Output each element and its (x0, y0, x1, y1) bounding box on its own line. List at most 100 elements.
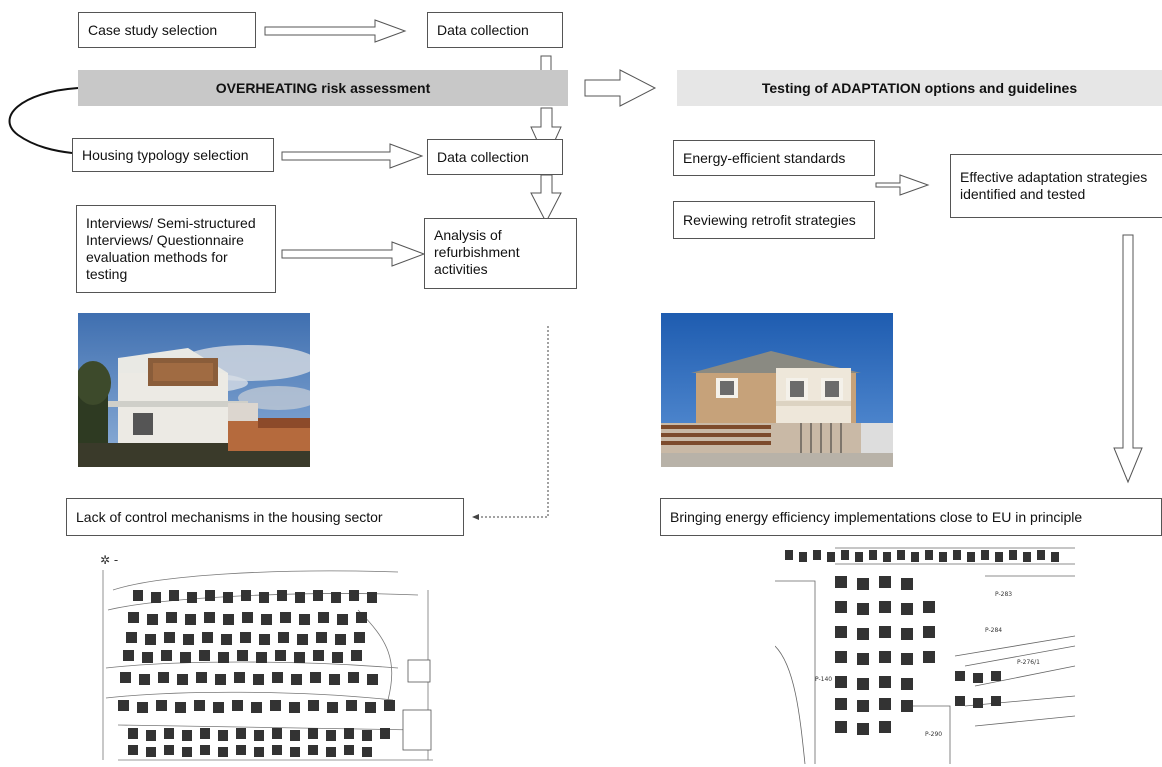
house-footprint (120, 672, 131, 683)
house-footprint (879, 698, 891, 710)
house-footprint (145, 634, 156, 645)
house-footprint (146, 730, 156, 741)
house-footprint (256, 652, 267, 663)
house-footprint (280, 612, 291, 623)
house-footprint (308, 728, 318, 739)
house-footprint (236, 728, 246, 739)
house-footprint (348, 672, 359, 683)
house-footprint (199, 650, 210, 661)
house-footprint (270, 700, 281, 711)
house-footprint (151, 592, 161, 603)
house-footprint (344, 728, 354, 739)
house-footprint (1023, 552, 1031, 562)
house-photo-right (661, 313, 893, 467)
house-footprint (356, 612, 367, 623)
house-footprint (901, 700, 913, 712)
house-footprint (331, 592, 341, 603)
house-footprint (158, 672, 169, 683)
site-plan-left: ✲ - (98, 550, 436, 765)
house-footprint (973, 673, 983, 683)
house-footprint (879, 576, 891, 588)
data-collection-label-1: Data collection (437, 21, 529, 38)
house-footprint (367, 674, 378, 685)
plot-label: P-276/1 (1017, 659, 1040, 666)
house-footprint (146, 747, 156, 757)
house-footprint (182, 747, 192, 757)
analysis-label: Analysis of refurbishment activities (434, 227, 520, 277)
house-footprint (327, 702, 338, 713)
house-footprint (835, 576, 847, 588)
house-footprint (128, 612, 139, 623)
arrow-overheating-to-adaptation (584, 69, 657, 107)
housing-typology-box: Housing typology selection (72, 138, 274, 172)
house-footprint (1037, 550, 1045, 560)
house-footprint (995, 552, 1003, 562)
house-footprint (857, 653, 869, 665)
house-footprint (857, 603, 869, 615)
house-footprint (297, 634, 308, 645)
house-footprint (1009, 550, 1017, 560)
house-footprint (973, 698, 983, 708)
house-footprint (879, 651, 891, 663)
house-footprint (133, 590, 143, 601)
house-footprint (335, 634, 346, 645)
house-footprint (354, 632, 365, 643)
house-footprint (1051, 552, 1059, 562)
house-footprint (337, 614, 348, 625)
house-footprint (835, 676, 847, 688)
house-footprint (901, 578, 913, 590)
house-footprint (901, 603, 913, 615)
house-footprint (137, 702, 148, 713)
house-footprint (221, 634, 232, 645)
house-footprint (275, 650, 286, 661)
house-footprint (901, 653, 913, 665)
house-footprint (897, 550, 905, 560)
housing-typology-label: Housing typology selection (82, 146, 249, 163)
house-footprint (126, 632, 137, 643)
house-footprint (835, 698, 847, 710)
data-collection-box-1: Data collection (427, 12, 563, 48)
house-footprint (329, 674, 340, 685)
house-footprint (234, 672, 245, 683)
house-footprint (194, 700, 205, 711)
house-footprint (367, 592, 377, 603)
site-plan-right: P-283 P-284 P-276/1 P-140 P-290 (775, 546, 1079, 764)
house-footprint (857, 578, 869, 590)
arrow-data-to-analysis (530, 174, 562, 224)
house-footprint (175, 702, 186, 713)
bringing-energy-label: Bringing energy efficiency implementatio… (670, 508, 1083, 525)
house-footprint (164, 632, 175, 643)
house-footprint (240, 632, 251, 643)
house-footprint (901, 678, 913, 690)
house-footprint (879, 626, 891, 638)
house-footprint (981, 550, 989, 560)
house-footprint (204, 612, 215, 623)
overheating-bar: OVERHEATING risk assessment (78, 70, 568, 106)
house-footprint (254, 747, 264, 757)
house-footprint (813, 550, 821, 560)
plot-label: P-283 (995, 591, 1012, 598)
house-footprint (166, 612, 177, 623)
house-footprint (236, 745, 246, 755)
interviews-label: Interviews/ Semi-structured Interviews/ … (86, 215, 256, 282)
house-footprint (164, 745, 174, 755)
house-footprint (326, 747, 336, 757)
house-footprint (799, 552, 807, 562)
house-footprint (901, 628, 913, 640)
house-footprint (911, 552, 919, 562)
house-footprint (223, 614, 234, 625)
effective-strategies-box: Effective adaptation strategies identifi… (950, 154, 1162, 218)
house-footprint (955, 696, 965, 706)
house-footprint (156, 700, 167, 711)
house-footprint (169, 590, 179, 601)
house-footprint (313, 650, 324, 661)
house-footprint (295, 592, 305, 603)
lack-of-control-label: Lack of control mechanisms in the housin… (76, 508, 383, 525)
overheating-bar-label: OVERHEATING risk assessment (215, 80, 431, 96)
house-footprint (299, 614, 310, 625)
house-footprint (183, 634, 194, 645)
house-footprint (857, 628, 869, 640)
house-footprint (272, 672, 283, 683)
data-collection-label-2: Data collection (437, 148, 529, 165)
